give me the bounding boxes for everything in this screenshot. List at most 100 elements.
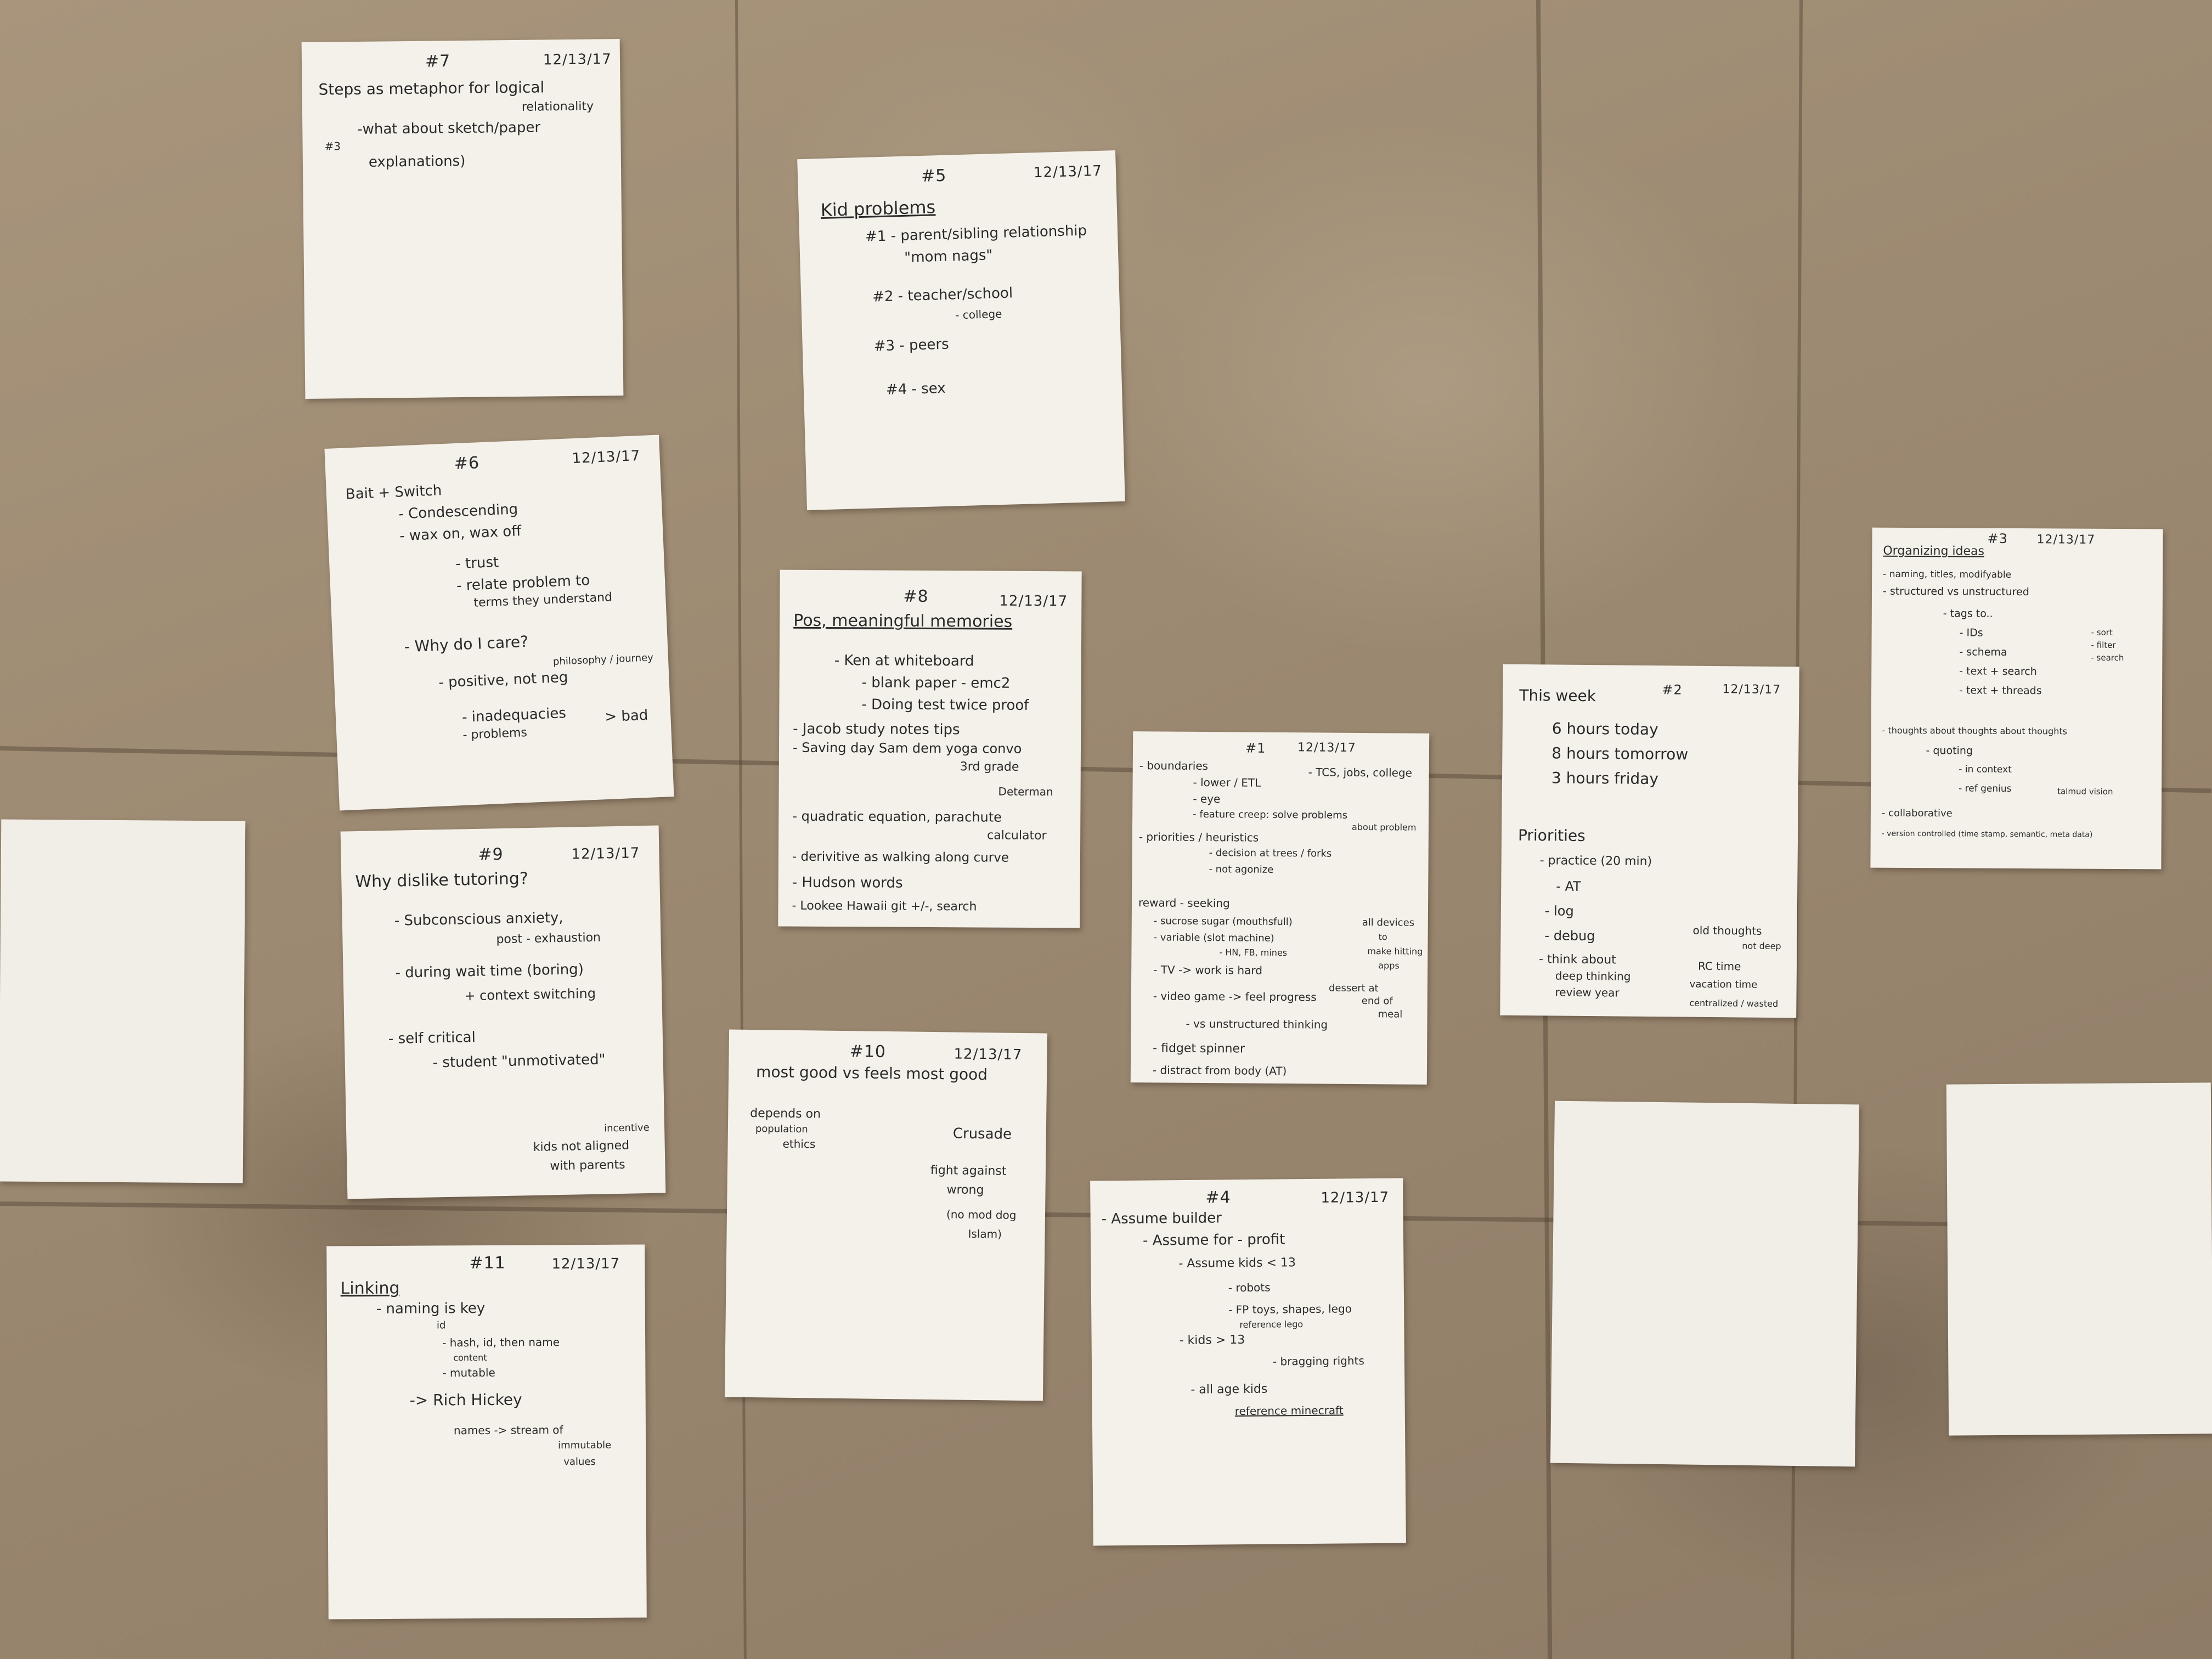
note-line: - filter [2091,640,2116,650]
note-line: - robots [1228,1280,1271,1295]
note-title: Pos, meaningful memories [793,611,1013,631]
note-line: - blank paper - emc2 [861,674,1011,692]
note-line: - AT [1556,878,1581,894]
note-line: reward - seeking [1138,896,1230,910]
note-line: - naming is key [376,1300,486,1318]
note-line: Bait + Switch [345,482,442,503]
note-line: - inadequacies [461,705,567,726]
note-line: all devices [1362,917,1415,929]
note-line: not deep [1742,940,1781,952]
note-line: - problems [462,726,528,742]
note-number: #6 [454,453,480,474]
note-line: 6 hours today [1551,719,1658,739]
note-line: - Assume builder [1101,1210,1222,1228]
note-date: 12/13/17 [1297,741,1356,755]
note-line: #3 [324,139,341,153]
note-line: values [563,1455,596,1468]
note-line: - debug [1544,928,1595,944]
note-line: immutable [558,1439,612,1452]
note-line: old thoughts [1692,923,1762,938]
note-line: - practice (20 min) [1539,854,1652,869]
note-10: #10 12/13/17 most good vs feels most goo… [724,1029,1048,1401]
note-line: Crusade [952,1125,1012,1143]
note-11: #11 12/13/17 Linking - naming is key id … [326,1244,647,1620]
note-line: with parents [550,1158,625,1173]
note-line: - think about [1539,952,1616,967]
note-line: - Saving day Sam dem yoga convo [792,740,1022,757]
note-number: #9 [478,844,504,865]
tile-joint-vertical [735,0,747,1659]
note-line: - relate problem to [456,572,590,595]
note-line: -> Rich Hickey [409,1390,522,1409]
note-line: apps [1378,960,1400,971]
note-number: #2 [1662,682,1683,698]
note-line: - Subconscious anxiety, [394,909,563,929]
note-line: 8 hours tomorrow [1551,744,1689,764]
note-number: #1 [1245,740,1266,756]
note-line: - Jacob study notes tips [793,720,960,738]
note-number: #7 [425,52,451,71]
note-line: - derivitive as walking along curve [792,849,1009,865]
note-line: vacation time [1689,978,1758,991]
note-line: - priorities / heuristics [1138,830,1259,844]
note-line: - ref genius [1959,783,2012,794]
note-line: - HN, FB, mines [1219,947,1288,958]
note-line: - quoting [1926,744,1973,757]
note-line: - structured vs unstructured [1882,585,2029,599]
note-line: calculator [987,828,1047,843]
note-line: + context switching [464,985,596,1004]
note-line: - during wait time (boring) [395,961,584,981]
note-line: - college [955,307,1002,322]
note-line: depends on [750,1106,821,1121]
note-line: - search [2091,652,2124,663]
note-8: #8 12/13/17 Pos, meaningful memories - K… [778,569,1082,928]
note-line: - sort [2091,627,2113,637]
note-line: post - exhaustion [496,930,601,947]
note-line: talmud vision [2057,786,2113,797]
note-line: - Lookee Hawaii git +/-, search [792,899,977,914]
note-line: - Condescending [398,501,518,523]
note-line: - fidget spinner [1153,1041,1245,1056]
note-line: 3 hours friday [1551,769,1659,788]
note-line: philosophy / journey [552,652,654,668]
note-line: - Doing test twice proof [861,696,1029,714]
note-line: This week [1519,686,1596,706]
note-line: - collaborative [1881,807,1953,820]
note-line: - mutable [442,1365,495,1380]
note-date: 12/13/17 [1033,162,1103,182]
note-line: - wax on, wax off [399,523,522,545]
note-line: wrong [946,1183,984,1198]
note-6: #6 12/13/17 Bait + Switch - Condescendin… [324,435,674,811]
note-line: make hitting [1367,946,1423,957]
note-date: 12/13/17 [999,592,1068,610]
note-date: 12/13/17 [571,845,640,863]
note-line: - IDs [1959,627,1983,639]
note-line: - hash, id, then name [442,1335,560,1350]
note-line: deep thinking [1555,969,1631,983]
note-line: incentive [603,1121,650,1135]
note-line: - schema [1959,646,2007,658]
note-date: 12/13/17 [953,1046,1023,1064]
note-number: #10 [849,1042,887,1062]
note-line: - sucrose sugar (mouthsfull) [1153,915,1293,928]
note-line: - vs unstructured thinking [1186,1017,1328,1031]
note-line: - self critical [388,1029,476,1048]
note-number: #11 [469,1253,506,1273]
note-line: - Hudson words [792,874,903,891]
note-line: - naming, titles, modifyable [1883,568,2012,580]
note-line: end of [1361,995,1393,1007]
note-title: Linking [340,1278,400,1299]
blank-sheet [0,819,246,1183]
note-line: - version controlled (time stamp, semant… [1881,829,2093,839]
note-line: - Why do I care? [403,632,529,656]
note-number: #5 [921,166,947,186]
note-line: - trust [455,554,499,573]
note-line: - Assume kids < 13 [1178,1256,1296,1271]
note-date: 12/13/17 [2036,533,2096,547]
note-line: - distract from body (AT) [1152,1063,1287,1078]
note-line: meal [1378,1008,1403,1020]
note-line: Islam) [968,1227,1002,1241]
note-line: Determan [998,785,1053,799]
note-line: - eye [1193,792,1221,806]
note-line: kids not aligned [533,1138,630,1154]
